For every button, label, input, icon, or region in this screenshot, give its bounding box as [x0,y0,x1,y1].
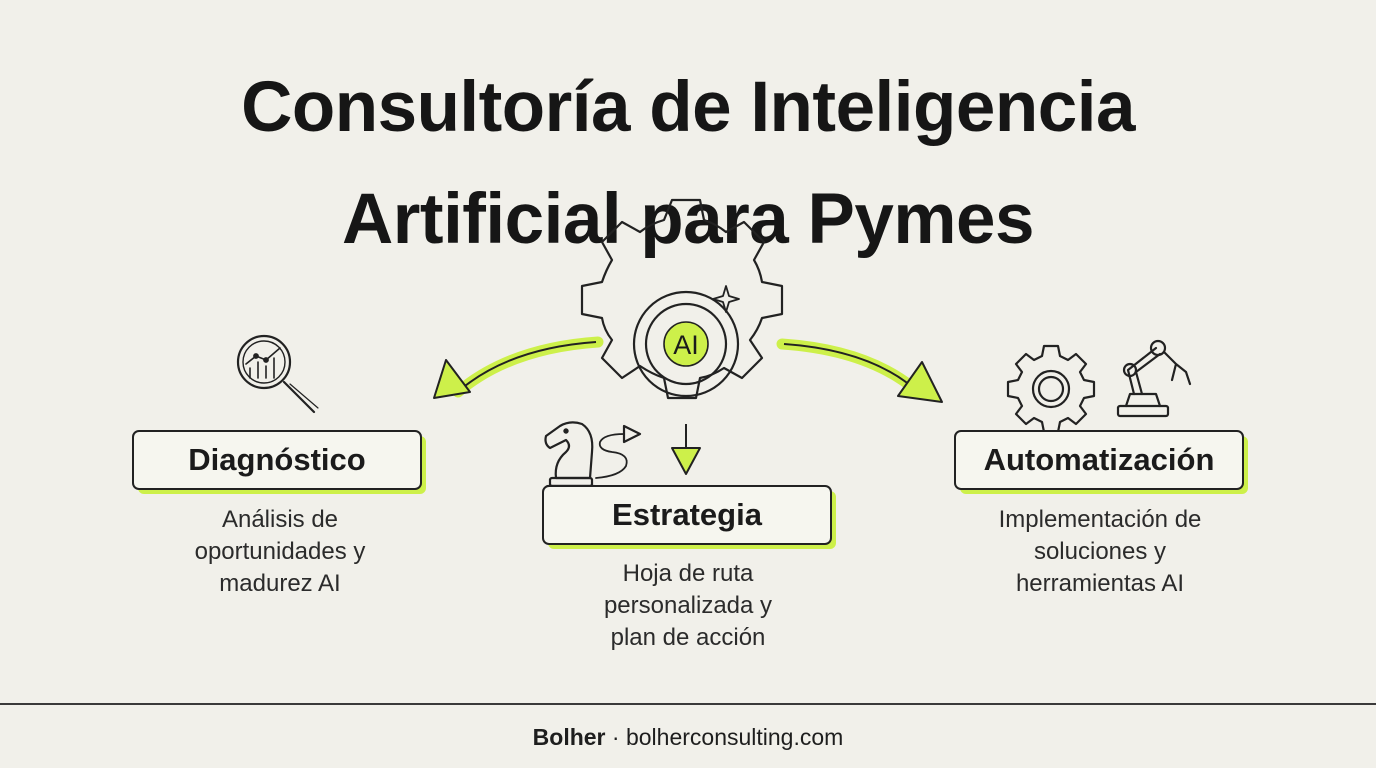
desc-line: plan de acción [610,624,766,651]
desc-line: herramientas AI [1015,570,1185,597]
step-label-diagnostico: Diagnóstico [188,442,366,477]
arrow-left-icon [433,336,604,399]
desc-line: Hoja de ruta [622,560,754,587]
ai-gear-icon [580,198,784,400]
chess-knight-icon [544,421,642,496]
step-box-diagnostico: Diagnóstico [132,430,422,490]
step-box-automatizacion: Automatización [954,430,1244,490]
gear-robot-arm-icon [1006,339,1192,434]
page-title: Consultoría de Inteligencia Artificial p… [0,52,1376,276]
desc-line: oportunidades y [194,538,366,565]
step-box-estrategia: Estrategia [542,485,832,545]
desc-line: madurez AI [219,570,341,597]
desc-line: soluciones y [1033,538,1167,565]
title-line-2: Artificial para Pymes [342,180,1034,260]
magnifier-chart-icon [236,334,319,414]
desc-line: Implementación de [998,506,1202,533]
step-desc-automatizacion: Implementación de soluciones y herramien… [950,504,1250,600]
footer-site-link: bolherconsulting.com [625,724,844,750]
desc-line: personalizada y [603,592,773,619]
footer-brand: Bolher [532,724,606,750]
ai-badge-text: AI [673,330,699,360]
step-desc-diagnostico: Análisis de oportunidades y madurez AI [132,504,428,600]
arrow-down-icon [671,424,701,475]
desc-line: Análisis de [221,506,339,533]
footer: Bolher · bolherconsulting.com [0,724,1376,751]
footer-separator: · [605,724,626,750]
step-label-automatizacion: Automatización [983,442,1215,477]
step-label-estrategia: Estrategia [612,497,762,532]
title-line-1: Consultoría de Inteligencia [241,68,1135,147]
step-desc-estrategia: Hoja de ruta personalizada y plan de acc… [538,558,838,654]
arrow-right-icon [776,338,943,403]
footer-divider [0,703,1376,705]
